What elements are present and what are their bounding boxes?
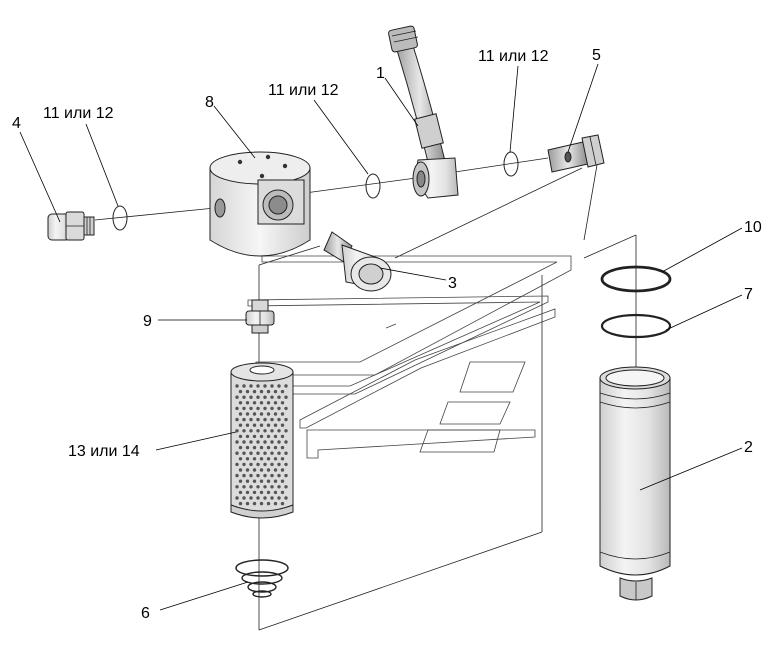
nipple [245,299,275,334]
part-labels: 1 2 3 4 5 6 7 8 9 10 11 или 12 11 или 12… [12,47,762,622]
label-part-11-or-12-left: 11 или 12 [43,105,114,122]
label-part-11-or-12-middle: 11 или 12 [268,82,339,99]
union-screw [47,211,95,241]
o-ring-10 [600,265,672,293]
washer-right [503,151,519,177]
projection-outline [247,255,572,459]
label-part-6: 6 [141,605,150,622]
assembly-guide-lines [94,157,637,631]
filter-element [230,362,294,519]
label-part-13-or-14: 13 или 14 [68,443,140,460]
plug [323,231,392,292]
o-ring-7 [600,313,672,339]
label-part-3: 3 [448,275,457,292]
label-part-5: 5 [592,47,601,64]
leader-lines [19,63,743,611]
filter-perforation [235,384,288,506]
washer-left [112,205,128,231]
filter-cup [599,366,671,601]
label-part-8: 8 [205,94,214,111]
label-part-1: 1 [376,65,385,82]
label-part-7: 7 [744,286,753,303]
hollow-bolt [547,134,605,173]
label-part-11-or-12-right: 11 или 12 [478,48,549,65]
label-part-2: 2 [744,439,753,456]
label-part-4: 4 [12,115,21,132]
label-part-9: 9 [143,313,152,330]
washer-middle [365,173,381,199]
pipe-assembly [388,25,459,199]
housing-body [209,151,311,257]
spring [235,559,289,598]
label-part-10: 10 [744,219,762,236]
